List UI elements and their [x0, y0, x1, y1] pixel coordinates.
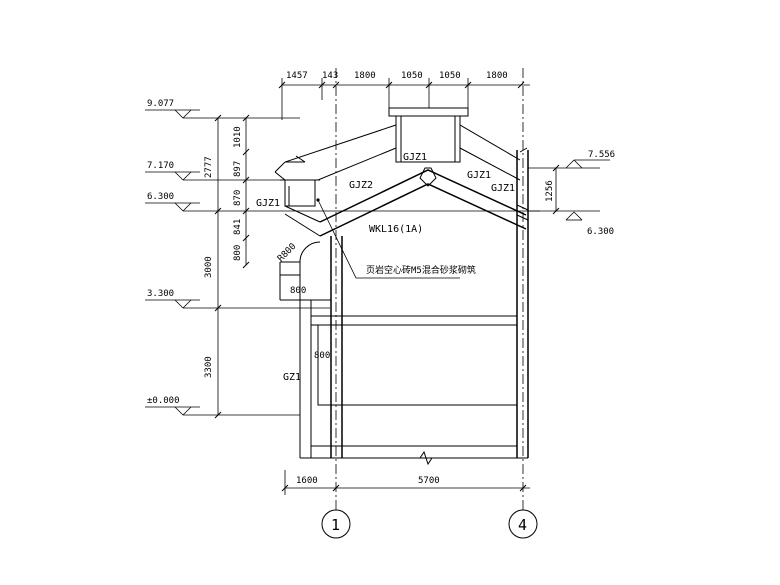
- axis-bubbles: 1 4: [321, 509, 538, 539]
- label-beam-wkl16: WKL16(1A): [369, 224, 423, 235]
- label-gjz1-left: GJZ1: [256, 198, 280, 209]
- axis-bubble-1: [321, 509, 351, 539]
- left-elevation-markers: 9.077 7.170 6.300 3.300 ±0.000: [145, 99, 540, 416]
- top-dim-143: 143: [322, 71, 338, 81]
- label-gjz1-mid-right: GJZ1: [491, 183, 515, 194]
- bottom-dim-5700: 5700: [418, 476, 440, 486]
- top-dim-1800-b: 1800: [486, 71, 508, 81]
- label-gjz1-right: GJZ1: [467, 170, 491, 181]
- dim-841: 841: [233, 219, 243, 235]
- dim-1010: 1010: [233, 126, 243, 148]
- label-r800: R800: [276, 242, 298, 264]
- top-dim-1050-b: 1050: [439, 71, 461, 81]
- top-dimension-chain: 1457 143 1800 1050 1050 1800: [278, 71, 530, 120]
- dim-2777: 2777: [204, 156, 214, 178]
- bottom-dim-1600: 1600: [296, 476, 318, 486]
- axis-bubble-4: [508, 509, 538, 539]
- axis-label-4: 4: [518, 516, 527, 534]
- dim-870: 870: [233, 190, 243, 206]
- top-dim-1800: 1800: [354, 71, 376, 81]
- elevation-right-7556: 7.556: [588, 150, 615, 160]
- label-wall-note: 页岩空心砖M5混合砂浆砌筑: [366, 264, 476, 276]
- label-gz1: GZ1: [283, 372, 301, 383]
- building-section: [274, 107, 529, 466]
- dim-3300: 3300: [204, 356, 214, 378]
- top-dim-1457: 1457: [286, 71, 308, 81]
- elevation-9077: 9.077: [147, 99, 174, 109]
- elevation-7170: 7.170: [147, 161, 174, 171]
- bottom-dimension-chain: 1600 5700: [281, 470, 530, 495]
- dim-897: 897: [233, 161, 243, 177]
- label-gjz1-top: GJZ1: [403, 152, 427, 163]
- elevation-0000: ±0.000: [147, 396, 180, 406]
- member-labels: GJZ1 GJZ1 GJZ1 GJZ2 GJZ1 GZ1 WKL16(1A) 8…: [256, 152, 515, 383]
- dim-800: 800: [233, 245, 243, 261]
- top-dim-1050-a: 1050: [401, 71, 423, 81]
- dim-1256: 1256: [545, 180, 555, 202]
- axis-label-1: 1: [331, 516, 340, 534]
- left-vertical-dimensions: 2777 3000 3300 1010 897 870 841 800: [204, 114, 250, 419]
- label-gjz2: GJZ2: [349, 180, 373, 191]
- elevation-6300: 6.300: [147, 192, 174, 202]
- elevation-right-6300: 6.300: [587, 227, 614, 237]
- label-door-800: 800: [290, 286, 306, 296]
- elevation-3300: 3.300: [147, 289, 174, 299]
- dim-3000: 3000: [204, 256, 214, 278]
- label-wall-800: 800: [314, 351, 330, 361]
- axis-lines: [335, 68, 524, 510]
- right-elevation-markers: 7.556 6.300 1256: [528, 150, 615, 237]
